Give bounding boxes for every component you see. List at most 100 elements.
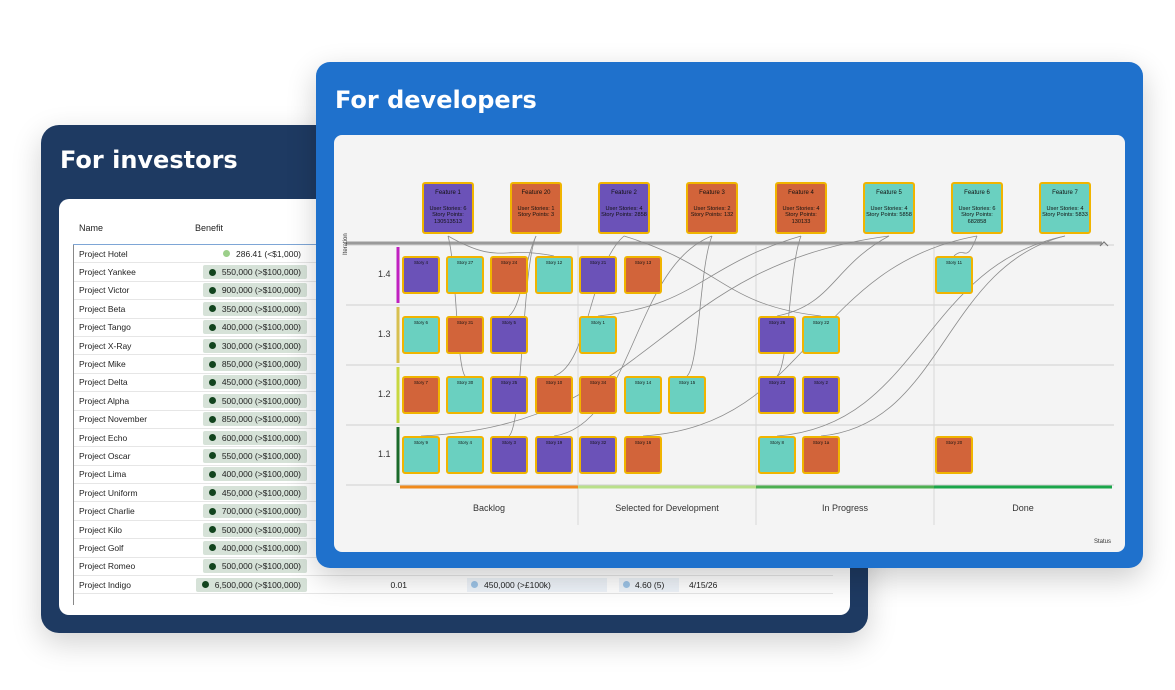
story-name: Story 5 xyxy=(502,320,516,325)
project-name: Project X-Ray xyxy=(79,340,132,351)
story-name: Story 14 xyxy=(634,380,652,385)
board-grid xyxy=(346,235,1114,525)
story-card[interactable]: Story 1a xyxy=(802,436,840,474)
story-card[interactable]: Story 21 xyxy=(579,256,617,294)
story-name: Story 3 xyxy=(502,440,516,445)
column-benefit-header[interactable]: Benefit xyxy=(195,222,224,233)
benefit-badge: 550,000 (>$100,000) xyxy=(202,265,307,280)
dependency-link xyxy=(776,235,802,377)
benefit-value: 600,000 (>$100,000) xyxy=(221,432,301,443)
project-name: Project Yankee xyxy=(79,267,136,278)
story-card[interactable]: Story 1 xyxy=(579,316,617,354)
story-card[interactable]: Story 31 xyxy=(446,316,484,354)
dependency-link xyxy=(447,235,466,377)
story-card[interactable]: Story 4 xyxy=(446,436,484,474)
story-card[interactable]: Story 13 xyxy=(624,256,662,294)
column-name-header[interactable]: Name xyxy=(79,222,104,233)
feature-name: Feature 4 xyxy=(788,190,814,196)
dependency-link xyxy=(597,235,802,317)
story-name: Story 1 xyxy=(591,320,605,325)
story-name: Story 4 xyxy=(458,440,472,445)
story-card[interactable]: Story 3 xyxy=(490,436,528,474)
investors-title: For investors xyxy=(60,146,238,174)
benefit-value: 400,000 (>$100,000) xyxy=(221,542,301,553)
story-card[interactable]: Story 7 xyxy=(402,376,440,414)
story-card[interactable]: Story 23 xyxy=(758,376,796,414)
story-card[interactable]: Story 8 xyxy=(758,436,796,474)
benefit-value: 450,000 (>$100,000) xyxy=(221,377,301,388)
story-card[interactable]: Story 19 xyxy=(535,436,573,474)
dependency-link xyxy=(623,235,822,317)
benefit-value: 450,000 (>$100,000) xyxy=(221,487,301,498)
feature-metric: Story Points: 5833 xyxy=(1042,212,1088,219)
status-column-label[interactable]: Selected for Development xyxy=(615,503,719,513)
benefit-cell: 500,000 (>$100,000) xyxy=(191,393,307,408)
story-card[interactable]: Story 12 xyxy=(535,256,573,294)
status-dot-icon xyxy=(208,489,216,497)
dependency-link xyxy=(953,235,978,257)
story-card[interactable]: Story 2 xyxy=(802,376,840,414)
story-card[interactable]: Story 34 xyxy=(579,376,617,414)
status-axis-label: Status xyxy=(1093,539,1111,545)
story-name: Story 4 xyxy=(414,260,428,265)
story-card[interactable]: Story 14 xyxy=(624,376,662,414)
story-name: Story 11 xyxy=(945,260,963,265)
story-card[interactable]: Story 16 xyxy=(624,436,662,474)
status-column-label[interactable]: Done xyxy=(1012,503,1034,513)
status-column-label[interactable]: Backlog xyxy=(472,503,506,513)
story-card[interactable]: Story 10 xyxy=(535,376,573,414)
story-card[interactable]: Story 15 xyxy=(668,376,706,414)
story-card[interactable]: Story 30 xyxy=(446,376,484,414)
benefit-cell: 600,000 (>$100,000) xyxy=(191,430,307,445)
benefit-badge: 500,000 (>$100,000) xyxy=(202,559,307,574)
feature-name: Feature 2 xyxy=(611,190,637,196)
benefit-cell: 400,000 (>$100,000) xyxy=(191,540,307,555)
feature-metric: 130513513 xyxy=(434,218,462,225)
collapse-chevron-icon[interactable] xyxy=(1099,241,1109,247)
developers-title: For developers xyxy=(335,86,537,114)
benefit-value: 300,000 (>$100,000) xyxy=(221,340,301,351)
story-card[interactable]: Story 24 xyxy=(490,256,528,294)
iteration-label: 1.3 xyxy=(378,329,391,339)
story-card[interactable]: Story 27 xyxy=(446,256,484,294)
story-card[interactable]: Story 25 xyxy=(490,376,528,414)
story-card[interactable]: Story 32 xyxy=(579,436,617,474)
iteration-axis-label: Iteration xyxy=(343,233,349,255)
story-card[interactable]: Story 26 xyxy=(758,316,796,354)
benefit-value: 400,000 (>$100,000) xyxy=(221,322,301,333)
iteration-label: 1.2 xyxy=(378,389,391,399)
benefit-cell: 900,000 (>$100,000) xyxy=(191,283,307,298)
status-dot-icon xyxy=(208,286,216,294)
story-name: Story 24 xyxy=(500,260,518,265)
status-dot-icon xyxy=(208,378,216,386)
project-name: Project Indigo xyxy=(79,579,131,590)
feature-metric: 682858 xyxy=(967,218,987,225)
project-name: Project Golf xyxy=(79,542,124,553)
story-name: Story 12 xyxy=(545,260,563,265)
story-card[interactable]: Story 5 xyxy=(490,316,528,354)
story-card[interactable]: Story 11 xyxy=(935,256,973,294)
project-name: Project Alpha xyxy=(79,395,130,406)
story-card[interactable]: Story 6 xyxy=(402,316,440,354)
status-column-label[interactable]: In Progress xyxy=(821,503,869,513)
dependency-link xyxy=(776,235,890,317)
story-name: Story 22 xyxy=(812,320,830,325)
story-name: Story 13 xyxy=(634,260,652,265)
story-card[interactable]: Story 4 xyxy=(402,256,440,294)
story-card[interactable]: Story 22 xyxy=(802,316,840,354)
story-card[interactable]: Story 20 xyxy=(935,436,973,474)
story-card[interactable]: Story 9 xyxy=(402,436,440,474)
feature-metric: Story Points: 5858 xyxy=(866,212,912,219)
